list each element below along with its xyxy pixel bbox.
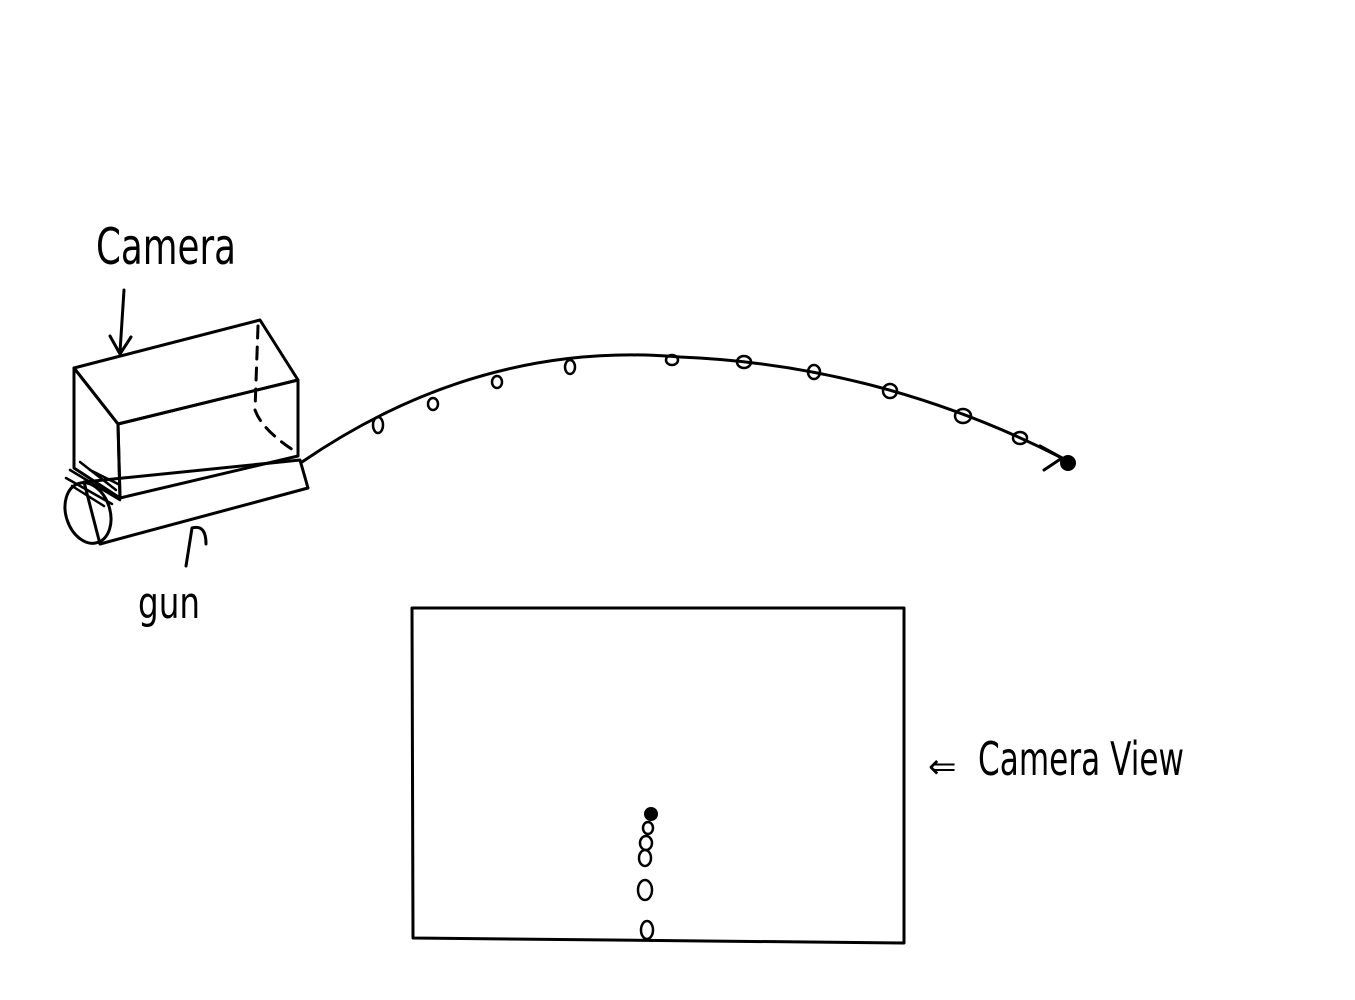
camera-view-projectile-markers (636, 807, 658, 941)
camera-view-panel (410, 606, 906, 945)
camera-view-target-dot (644, 807, 658, 821)
projectile-marker (1011, 430, 1029, 446)
projectile-marker (806, 363, 822, 381)
projectile-marker (953, 407, 973, 425)
gun-label: gun (138, 578, 200, 629)
camera-view-label: Camera View (978, 732, 1184, 786)
camera-box (72, 318, 300, 500)
camera-box-hidden-edge (253, 324, 298, 454)
camera-view-arrow: ⇐ (928, 747, 957, 787)
gun-cylinder (63, 458, 310, 546)
projectile-marker (735, 354, 753, 370)
target-dot (1060, 455, 1076, 471)
camera-view-projectile-marker (638, 834, 654, 852)
projectile-markers (371, 353, 1029, 446)
camera-view-projectile-marker (637, 848, 653, 868)
camera-view-projectile-marker (641, 820, 655, 836)
projectile-trajectory (300, 353, 1064, 464)
projectile-marker (664, 353, 680, 367)
camera-view-projectile-marker (636, 878, 654, 902)
camera-box-front-face (116, 378, 300, 500)
camera-box-side-face (72, 366, 122, 500)
projectile-marker (490, 374, 504, 390)
projectile-marker (563, 358, 577, 376)
gun-muzzle-end (63, 481, 113, 545)
camera-label: Camera (96, 218, 236, 276)
projectile-marker (881, 382, 899, 400)
camera-view-projectile-marker (639, 919, 655, 941)
gun-pointer-arrow (184, 525, 208, 568)
projectile-marker (426, 396, 440, 412)
camera-pointer-arrow (108, 288, 133, 356)
projectile-marker (371, 415, 385, 435)
